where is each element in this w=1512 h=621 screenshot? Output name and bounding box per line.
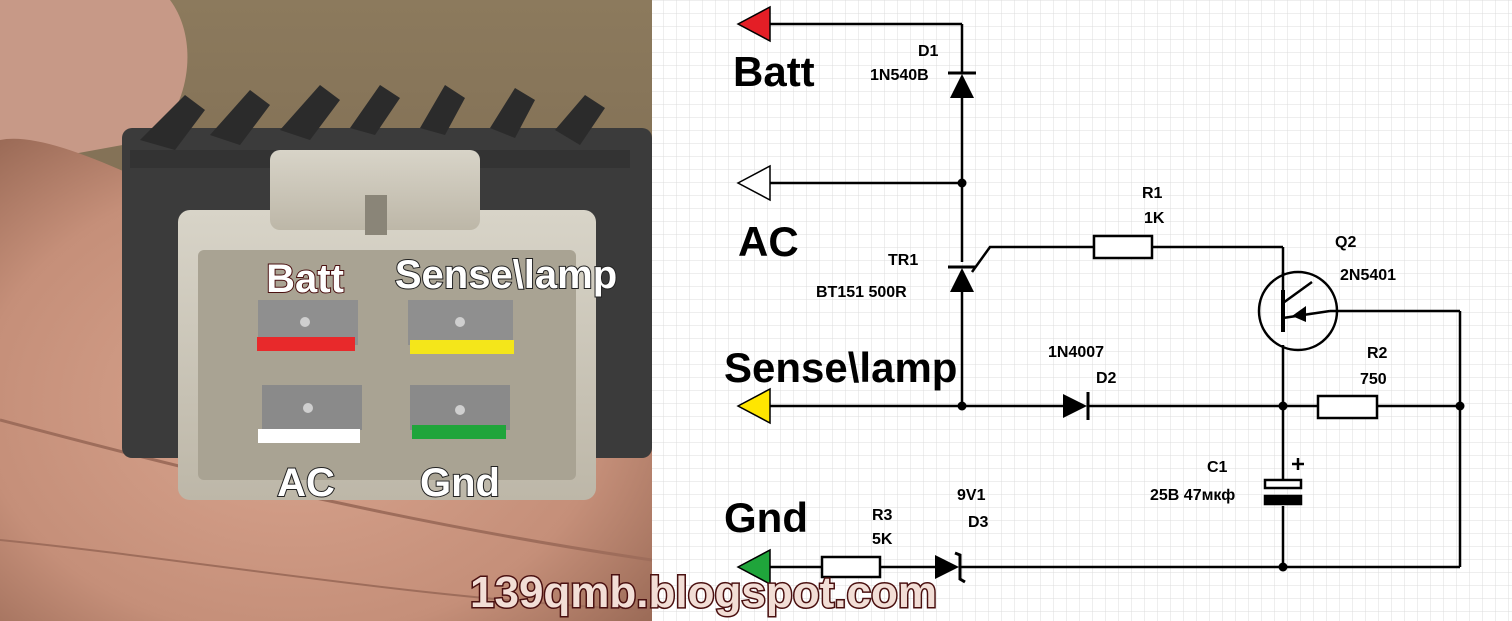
ac-terminal-arrow bbox=[736, 164, 771, 202]
photo-label-ac: AC bbox=[277, 461, 335, 505]
sense-stripe bbox=[410, 340, 514, 354]
regulator-photo: Batt Sense\lamp AC Gnd bbox=[0, 0, 652, 621]
q2-transistor bbox=[1257, 270, 1339, 352]
batt-stripe bbox=[257, 337, 355, 351]
r1-ref: R1 bbox=[1142, 185, 1163, 202]
sense-terminal-arrow bbox=[736, 387, 771, 425]
r3-value: 5K bbox=[872, 531, 893, 548]
r2-ref: R2 bbox=[1367, 345, 1388, 362]
q2-ref: Q2 bbox=[1335, 234, 1356, 251]
d2-diode bbox=[1063, 392, 1090, 420]
r2-resistor bbox=[1316, 394, 1379, 420]
c1-value: 25B 47мкф bbox=[1150, 487, 1235, 504]
ac-stripe bbox=[258, 429, 360, 443]
batt-terminal-arrow bbox=[736, 5, 771, 43]
photo-label-gnd: Gnd bbox=[420, 461, 500, 505]
d2-ref: D2 bbox=[1096, 370, 1117, 387]
terminal-label-gnd: Gnd bbox=[724, 494, 808, 541]
wires bbox=[770, 22, 1462, 569]
terminals bbox=[258, 300, 513, 430]
d1-value: 1N540B bbox=[870, 67, 929, 84]
gnd-terminal-arrow bbox=[736, 548, 771, 586]
q2-value: 2N5401 bbox=[1340, 267, 1396, 284]
thumb bbox=[0, 0, 188, 160]
c1-capacitor bbox=[1263, 458, 1304, 506]
r2-value: 750 bbox=[1360, 371, 1387, 388]
junctions bbox=[957, 178, 1465, 572]
gnd-stripe bbox=[412, 425, 506, 439]
r1-resistor bbox=[1092, 234, 1154, 260]
r3-resistor bbox=[820, 555, 882, 579]
tr1-value: BT151 500R bbox=[816, 284, 907, 301]
d3-ref: D3 bbox=[968, 514, 989, 531]
heatsink-fins bbox=[130, 85, 630, 168]
r1-value: 1K bbox=[1144, 210, 1165, 227]
r3-ref: R3 bbox=[872, 507, 893, 524]
tr1-ref: TR1 bbox=[888, 252, 918, 269]
photo-label-sense: Sense\lamp bbox=[395, 253, 617, 297]
terminal-label-sense: Sense\lamp bbox=[724, 344, 957, 391]
d1-diode bbox=[948, 71, 976, 98]
terminal-label-batt: Batt bbox=[733, 48, 815, 95]
connector-latch bbox=[270, 150, 480, 230]
terminal-label-ac: AC bbox=[738, 218, 799, 265]
d3-zener-diode bbox=[935, 551, 966, 584]
tr1-thyristor bbox=[948, 265, 976, 292]
photo-label-batt: Batt bbox=[266, 257, 344, 301]
c1-ref: C1 bbox=[1207, 459, 1228, 476]
d3-value: 9V1 bbox=[957, 487, 986, 504]
d1-ref: D1 bbox=[918, 43, 939, 60]
d2-value: 1N4007 bbox=[1048, 344, 1104, 361]
